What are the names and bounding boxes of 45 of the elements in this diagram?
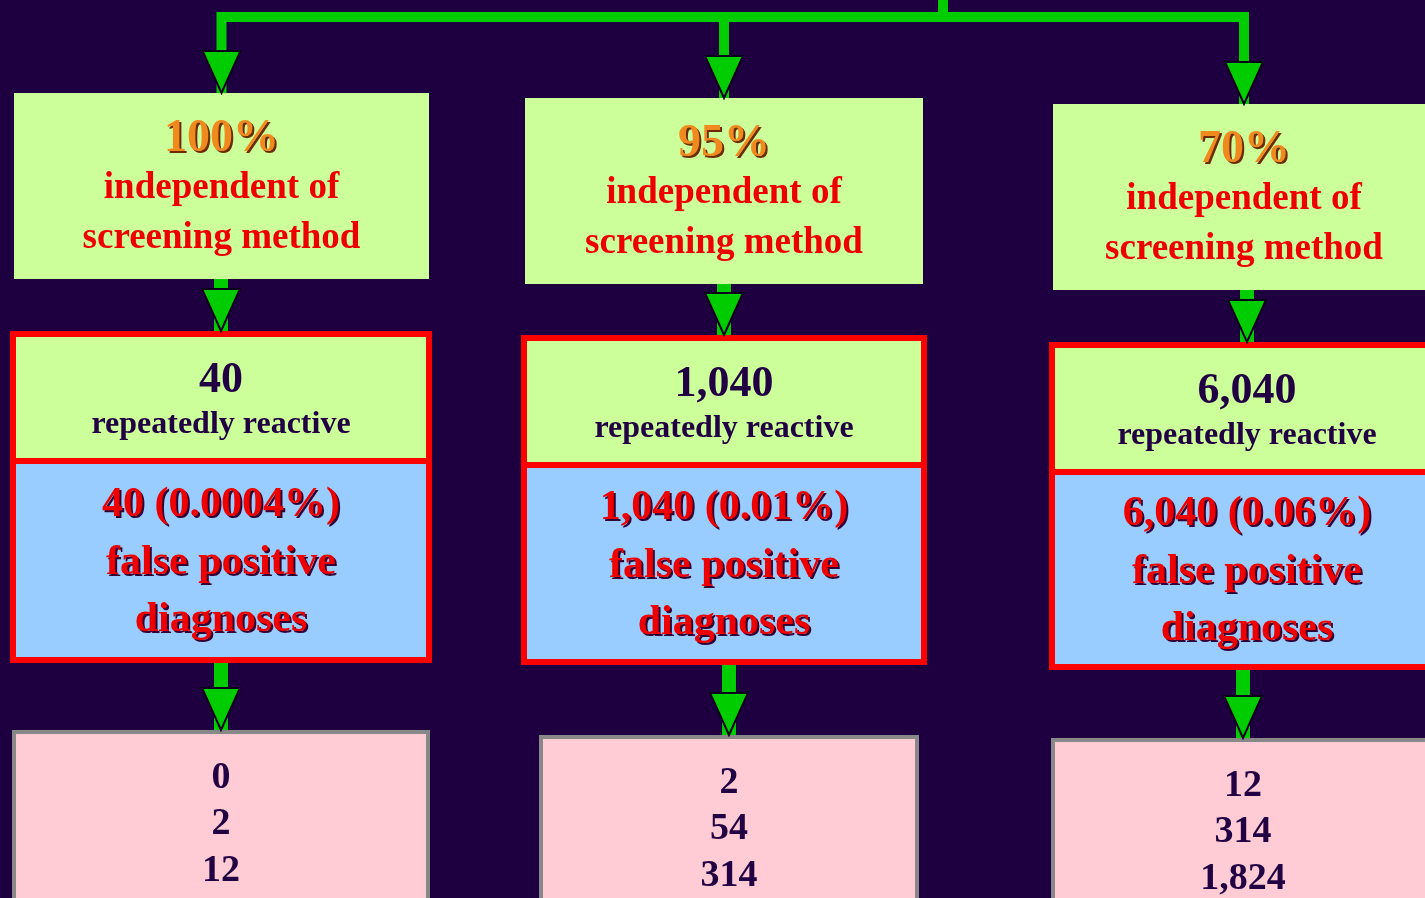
arrow	[704, 284, 744, 336]
count: 6,040	[1197, 365, 1297, 414]
number: 12	[202, 845, 240, 891]
number: 2	[211, 799, 231, 845]
reactive-box	[527, 341, 921, 462]
number: 2	[719, 758, 739, 803]
arrow	[1223, 670, 1263, 739]
screening-box	[14, 93, 429, 279]
number: 314	[700, 850, 758, 896]
false-positive-box	[16, 464, 426, 657]
number: 1,824	[1200, 853, 1286, 898]
arrow	[1227, 290, 1267, 343]
number: 0	[211, 753, 231, 798]
result-text: 40 (0.0004%) false positive diagnoses	[101, 477, 341, 643]
screening-box	[525, 98, 923, 284]
arrow	[709, 665, 749, 736]
numbers-box	[12, 730, 430, 898]
count: 40	[199, 354, 243, 403]
description: repeatedly reactive	[594, 406, 854, 445]
numbers-box	[539, 735, 919, 898]
description: repeatedly reactive	[1117, 413, 1377, 452]
result-box	[1049, 342, 1425, 670]
false-positive-box	[527, 468, 921, 659]
description: independent of screening method	[584, 169, 864, 264]
percentage: 70%	[1198, 121, 1290, 173]
percentage: 100%	[164, 110, 279, 162]
number: 12	[1224, 761, 1262, 806]
result-text: 1,040 (0.01%) false positive diagnoses	[598, 480, 850, 646]
description: independent of screening method	[1104, 175, 1384, 270]
number: 54	[710, 804, 748, 850]
percentage: 95%	[678, 115, 770, 167]
result-text: 6,040 (0.06%) false positive diagnoses	[1121, 486, 1373, 652]
number: 314	[1214, 807, 1272, 853]
description: independent of screening method	[81, 164, 362, 259]
screening-box	[1053, 104, 1425, 290]
result-box	[10, 331, 432, 663]
description: repeatedly reactive	[91, 402, 351, 441]
result-box	[521, 335, 927, 665]
arrow	[201, 279, 241, 332]
reactive-box	[16, 337, 426, 458]
arrow	[201, 663, 241, 731]
numbers-box	[1051, 738, 1425, 898]
false-positive-box	[1055, 475, 1425, 664]
count: 1,040	[674, 358, 774, 407]
reactive-box	[1055, 348, 1425, 469]
